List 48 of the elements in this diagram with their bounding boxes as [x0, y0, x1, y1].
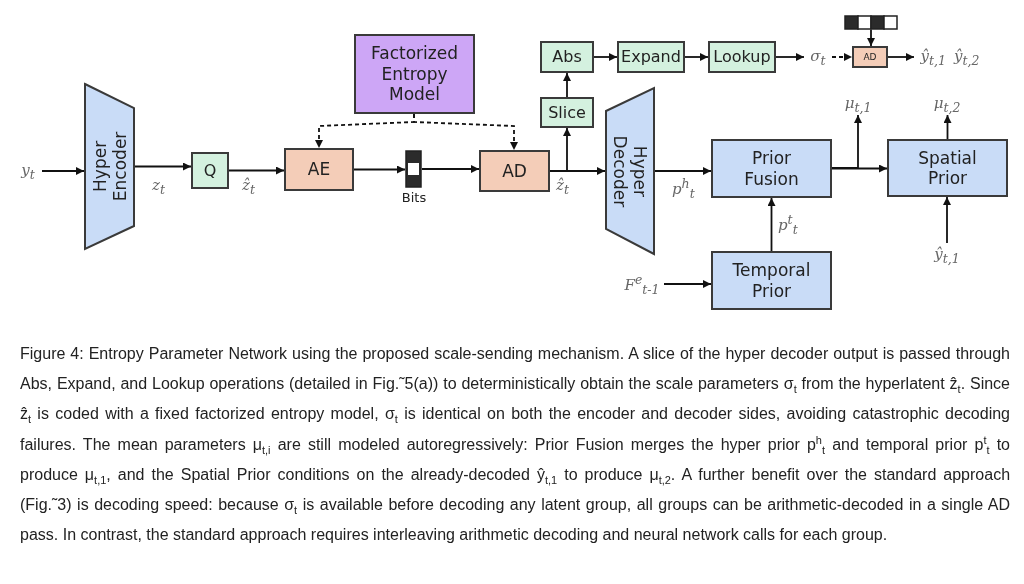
model-box: Factorized Entropy Model: [354, 34, 475, 114]
arrow: [867, 29, 875, 47]
bar-label: Bits: [400, 190, 428, 205]
arrow: [593, 53, 618, 61]
operation-box: Abs: [540, 41, 594, 73]
arrow: [663, 280, 712, 288]
arrow: [943, 196, 951, 244]
math-symbol: ŷ$_{t,1}$: [920, 46, 946, 68]
arrow: [775, 53, 805, 61]
math-symbol: y$_{t}$: [14, 159, 42, 183]
arrow: [831, 53, 853, 61]
arrow: [831, 114, 862, 169]
arrow: [654, 167, 712, 175]
operation-box: Q: [191, 152, 229, 189]
bitstream-bar: [405, 150, 422, 188]
process-box: Spatial Prior: [887, 139, 1008, 197]
math-symbol: ŷ$_{t,2}$: [954, 46, 980, 68]
math-symbol: μ$_{t,2}$: [931, 93, 963, 115]
encoder-trapezoid: Hyper Encoder: [84, 83, 135, 250]
math-symbol: σ$_{t}$: [804, 45, 832, 69]
arrow: [421, 165, 480, 173]
process-box: Prior Fusion: [711, 139, 832, 198]
process-box: Temporal Prior: [711, 251, 832, 310]
arrow: [549, 127, 571, 172]
operation-box: Expand: [617, 41, 685, 73]
bitstream-bar: [844, 15, 898, 30]
arrow: [134, 162, 192, 171]
operation-box: Slice: [540, 97, 594, 128]
arrow: [41, 167, 85, 175]
arrow: [413, 113, 518, 151]
arrow: [943, 114, 952, 140]
figure-caption: Figure 4: Entropy Parameter Network using the proposed scale-sending mechanism. A slice of the hyper decoder output is passed through Abs, Expand, and Lookup operations (detailed in Fig.˜5(a)) to deterministically obtain the scale parameters σ$_{t}$ from the hyperlatent ẑ$_{t}$. Since ẑ$_{t}$ is coded with a fixed factorized entropy model, σ$_{t}$ is identical on both the encoder and decoder sides, avoiding catastrophic decoding failures. The mean parameters μ$_{t,i}$ are still modeled autoregressively: Prior Fusion merges the hyper prior p$^{h}$$_{t}$ and temporal prior p$^{t}$$_{t}$ to produce μ$_{t,1}$, and the Spatial Prior conditions on the already-decoded ŷ$_{t,1}$ to produce μ$_{t,2}$. A further benefit over the standard approach (Fig.˜3) is decoding speed: because σ$_{t}$ is available before decoding any latent group, all groups can be arithmetic-decoded in a single AD pass. In contrast, the standard approach requires interleaving arithmetic decoding and neural network calls for each group.: [20, 344, 1010, 546]
coder-box: AD: [479, 150, 550, 192]
coder-box: AE: [284, 148, 354, 191]
edge-label: ẑ$_{t}$: [242, 176, 255, 197]
arrow: [228, 166, 285, 175]
arrow: [563, 72, 571, 98]
edge-label: z$_{t}$: [152, 176, 165, 197]
edge-label: ẑ$_{t}$: [556, 176, 569, 197]
arrow: [767, 197, 776, 252]
decoder-trapezoid: Hyper Decoder: [605, 87, 655, 255]
arrow: [353, 165, 406, 174]
arrow: [684, 53, 709, 61]
coder-box: AD: [852, 46, 888, 68]
operation-box: Lookup: [708, 41, 776, 73]
arrow: [887, 53, 915, 61]
math-symbol: ŷ$_{t,1}$: [931, 243, 963, 267]
math-symbol: μ$_{t,1}$: [842, 93, 874, 115]
